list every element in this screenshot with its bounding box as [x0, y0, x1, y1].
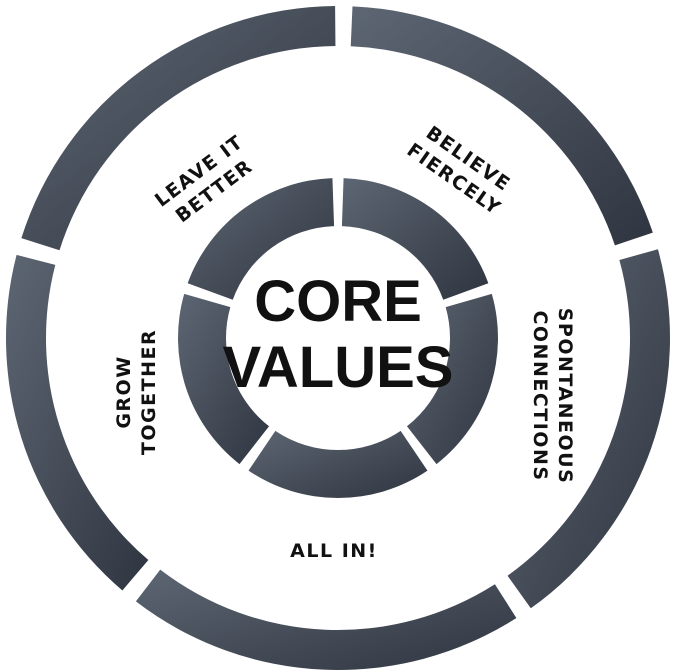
- inner-ring-segment-1: [187, 178, 335, 300]
- outer-ring-segment-spontaneous-connections: [507, 249, 671, 609]
- center-title: CORE VALUES: [223, 269, 454, 400]
- value-label-line1: ALL IN!: [290, 540, 378, 562]
- outer-ring-segment-grow-together: [5, 254, 149, 591]
- center-title-line2: VALUES: [223, 335, 454, 400]
- value-label-line1: SPONTANEOUS: [554, 308, 576, 485]
- center-title-line1: CORE: [254, 269, 422, 334]
- inner-ring-segment-4: [248, 430, 428, 499]
- inner-ring: [178, 178, 498, 499]
- value-label-spontaneous-connections: SPONTANEOUS CONNECTIONS: [529, 308, 576, 485]
- value-label-all-in: ALL IN!: [290, 540, 378, 562]
- value-label-line1: GROW: [113, 355, 135, 428]
- outer-ring: [5, 6, 671, 670]
- inner-ring-segment-5: [178, 293, 270, 465]
- value-label-line2: TOGETHER: [138, 329, 160, 455]
- inner-ring-segment-3: [406, 293, 498, 465]
- value-label-grow-together: GROW TOGETHER: [113, 329, 160, 455]
- inner-ring-segment-2: [341, 178, 489, 300]
- outer-ring-segment-believe-fiercely: [350, 6, 653, 246]
- value-label-line2: CONNECTIONS: [529, 310, 551, 481]
- outer-ring-segment-leave-it-better: [21, 6, 336, 251]
- outer-ring-segment-all-in: [135, 569, 517, 670]
